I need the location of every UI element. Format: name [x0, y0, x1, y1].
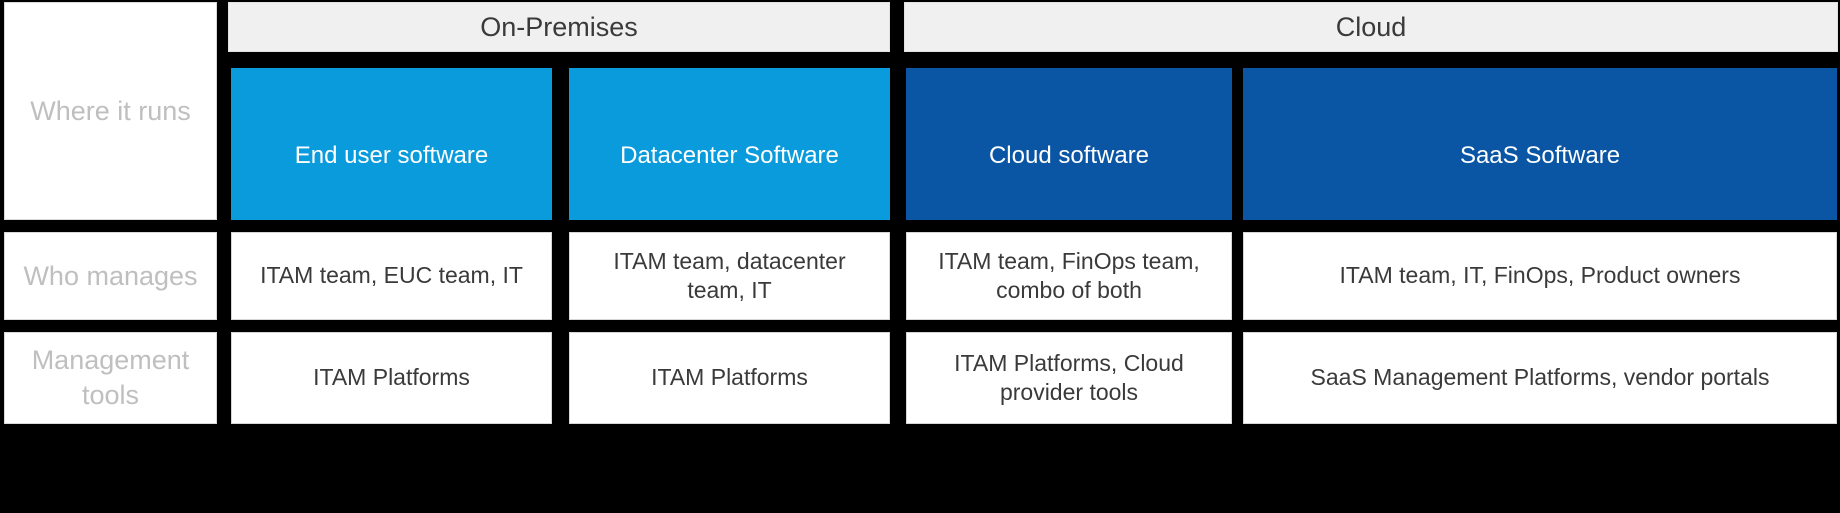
group-header-label: On-Premises [480, 11, 638, 42]
category-tile-label: Datacenter Software [620, 141, 839, 169]
cell-who-manages-cloud-software: ITAM team, FinOps team, combo of both [906, 232, 1232, 320]
category-tile-saas-software[interactable]: SaaS Software [1243, 68, 1837, 220]
group-header-label: Cloud [1335, 11, 1407, 42]
cell-management-tools-saas-software: SaaS Management Platforms, vendor portal… [1243, 332, 1837, 424]
row-label-management-tools: Management tools [4, 332, 217, 424]
cell-text: ITAM Platforms, Cloud provider tools [954, 349, 1184, 405]
cell-who-manages-saas-software: ITAM team, IT, FinOps, Product owners [1243, 232, 1837, 320]
row-label-text: Management tools [31, 345, 190, 410]
cell-text: ITAM Platforms [313, 364, 470, 391]
row-label-text: Where it runs [30, 95, 191, 126]
cell-management-tools-cloud-software: ITAM Platforms, Cloud provider tools [906, 332, 1232, 424]
cell-text: ITAM team, IT, FinOps, Product owners [1339, 262, 1741, 289]
group-header-on-premises: On-Premises [228, 2, 890, 52]
cell-management-tools-end-user-software: ITAM Platforms [231, 332, 552, 424]
cell-text: ITAM team, EUC team, IT [260, 262, 523, 289]
cell-who-manages-datacenter-software: ITAM team, datacenter team, IT [569, 232, 890, 320]
category-tile-label: End user software [294, 141, 489, 169]
row-label-text: Who manages [23, 260, 198, 291]
cell-management-tools-datacenter-software: ITAM Platforms [569, 332, 890, 424]
category-tile-label: SaaS Software [1459, 141, 1621, 169]
cell-text: SaaS Management Platforms, vendor portal… [1310, 364, 1770, 391]
category-tile-end-user-software[interactable]: End user software [231, 68, 552, 220]
cell-text: ITAM Platforms [651, 364, 808, 391]
category-tile-label: Cloud software [988, 141, 1150, 169]
row-label-where-it-runs: Where it runs [4, 2, 217, 220]
group-header-cloud: Cloud [904, 2, 1838, 52]
cell-who-manages-end-user-software: ITAM team, EUC team, IT [231, 232, 552, 320]
cell-text: ITAM team, FinOps team, combo of both [938, 247, 1200, 303]
row-label-who-manages: Who manages [4, 232, 217, 320]
category-tile-datacenter-software[interactable]: Datacenter Software [569, 68, 890, 220]
cell-text: ITAM team, datacenter team, IT [613, 247, 846, 303]
category-tile-cloud-software[interactable]: Cloud software [906, 68, 1232, 220]
